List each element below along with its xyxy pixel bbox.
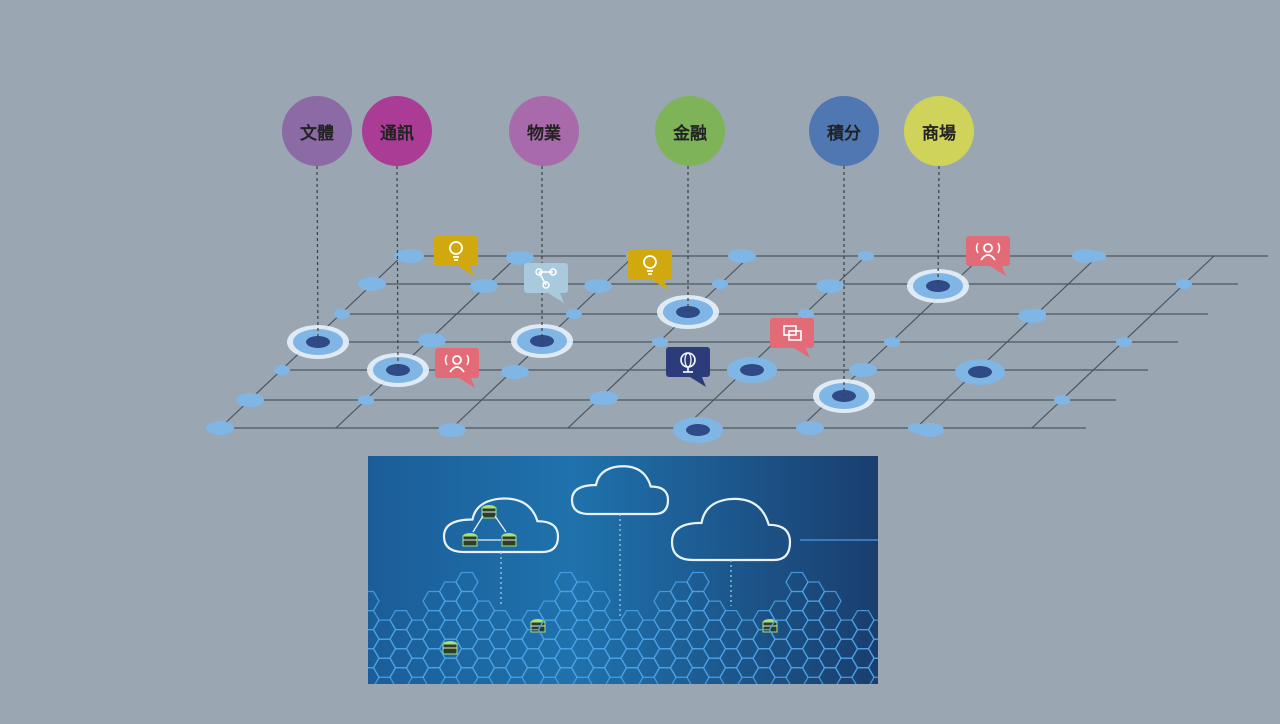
grid-node [798, 309, 814, 319]
callout-bubble [770, 318, 814, 358]
callout-bubble [434, 236, 478, 276]
grid-node-large [501, 365, 529, 379]
grid-node [334, 309, 350, 319]
grid-node-large [358, 277, 386, 291]
grid-node-large [206, 421, 234, 435]
cloud-icon [442, 497, 560, 554]
grid-node-large [816, 279, 844, 293]
category-wenti: 文體 [282, 96, 352, 166]
grid-node [1176, 279, 1192, 289]
callout-bubble [666, 347, 710, 387]
grid-node-large [590, 391, 618, 405]
category-label: 物業 [527, 123, 561, 144]
active-node [968, 366, 992, 378]
grid-node [858, 251, 874, 261]
grid-node [566, 309, 582, 319]
category-jinrong: 金融 [655, 96, 725, 166]
hexagon [867, 619, 878, 640]
category-label: 商場 [922, 123, 956, 144]
connector-line [937, 165, 940, 287]
grid-node [274, 365, 290, 375]
category-label: 文體 [300, 123, 334, 144]
category-shangchang: 商場 [904, 96, 974, 166]
grid-node [884, 337, 900, 347]
callout-bubble [628, 250, 672, 290]
callout-bubble [435, 348, 479, 388]
grid-node [1054, 395, 1070, 405]
connector-line [396, 165, 399, 371]
grid-node-large [418, 333, 446, 347]
grid-node-large [236, 393, 264, 407]
grid-node-large [584, 279, 612, 293]
callout-bubble [966, 236, 1010, 276]
connector-line [316, 165, 319, 343]
category-label: 金融 [673, 123, 707, 144]
category-tongxun: 通訊 [362, 96, 432, 166]
broadcast-user-icon [452, 355, 462, 365]
grid-node-large [849, 363, 877, 377]
grid-node [358, 395, 374, 405]
category-label: 積分 [827, 123, 861, 144]
grid-node-large [438, 423, 466, 437]
cloud-icon [570, 465, 670, 516]
active-node [740, 364, 764, 376]
link-line [494, 515, 507, 533]
hexagon [867, 657, 878, 678]
cloud-infrastructure-panel [368, 456, 878, 684]
cloud-icon [670, 497, 792, 562]
callout-bubble [524, 263, 568, 303]
active-node [686, 424, 710, 436]
lightbulb-icon [449, 241, 463, 255]
lightbulb-icon [643, 255, 657, 269]
grid-node-large [1018, 309, 1046, 323]
grid-node-large [470, 279, 498, 293]
category-jifen: 積分 [809, 96, 879, 166]
grid-node [712, 279, 728, 289]
grid-column-line [915, 255, 1099, 429]
link-line [472, 515, 484, 533]
grid-node-large [916, 423, 944, 437]
grid-node [652, 337, 668, 347]
grid-node-large [1072, 249, 1100, 263]
grid-node [1116, 337, 1132, 347]
grid-node-large [728, 249, 756, 263]
hexagon [867, 638, 878, 659]
broadcast-user-icon [983, 243, 993, 253]
grid-node-large [796, 421, 824, 435]
grid-node-large [396, 249, 424, 263]
category-label: 通訊 [380, 123, 414, 144]
category-wuye: 物業 [509, 96, 579, 166]
grid-node-large [506, 251, 534, 265]
